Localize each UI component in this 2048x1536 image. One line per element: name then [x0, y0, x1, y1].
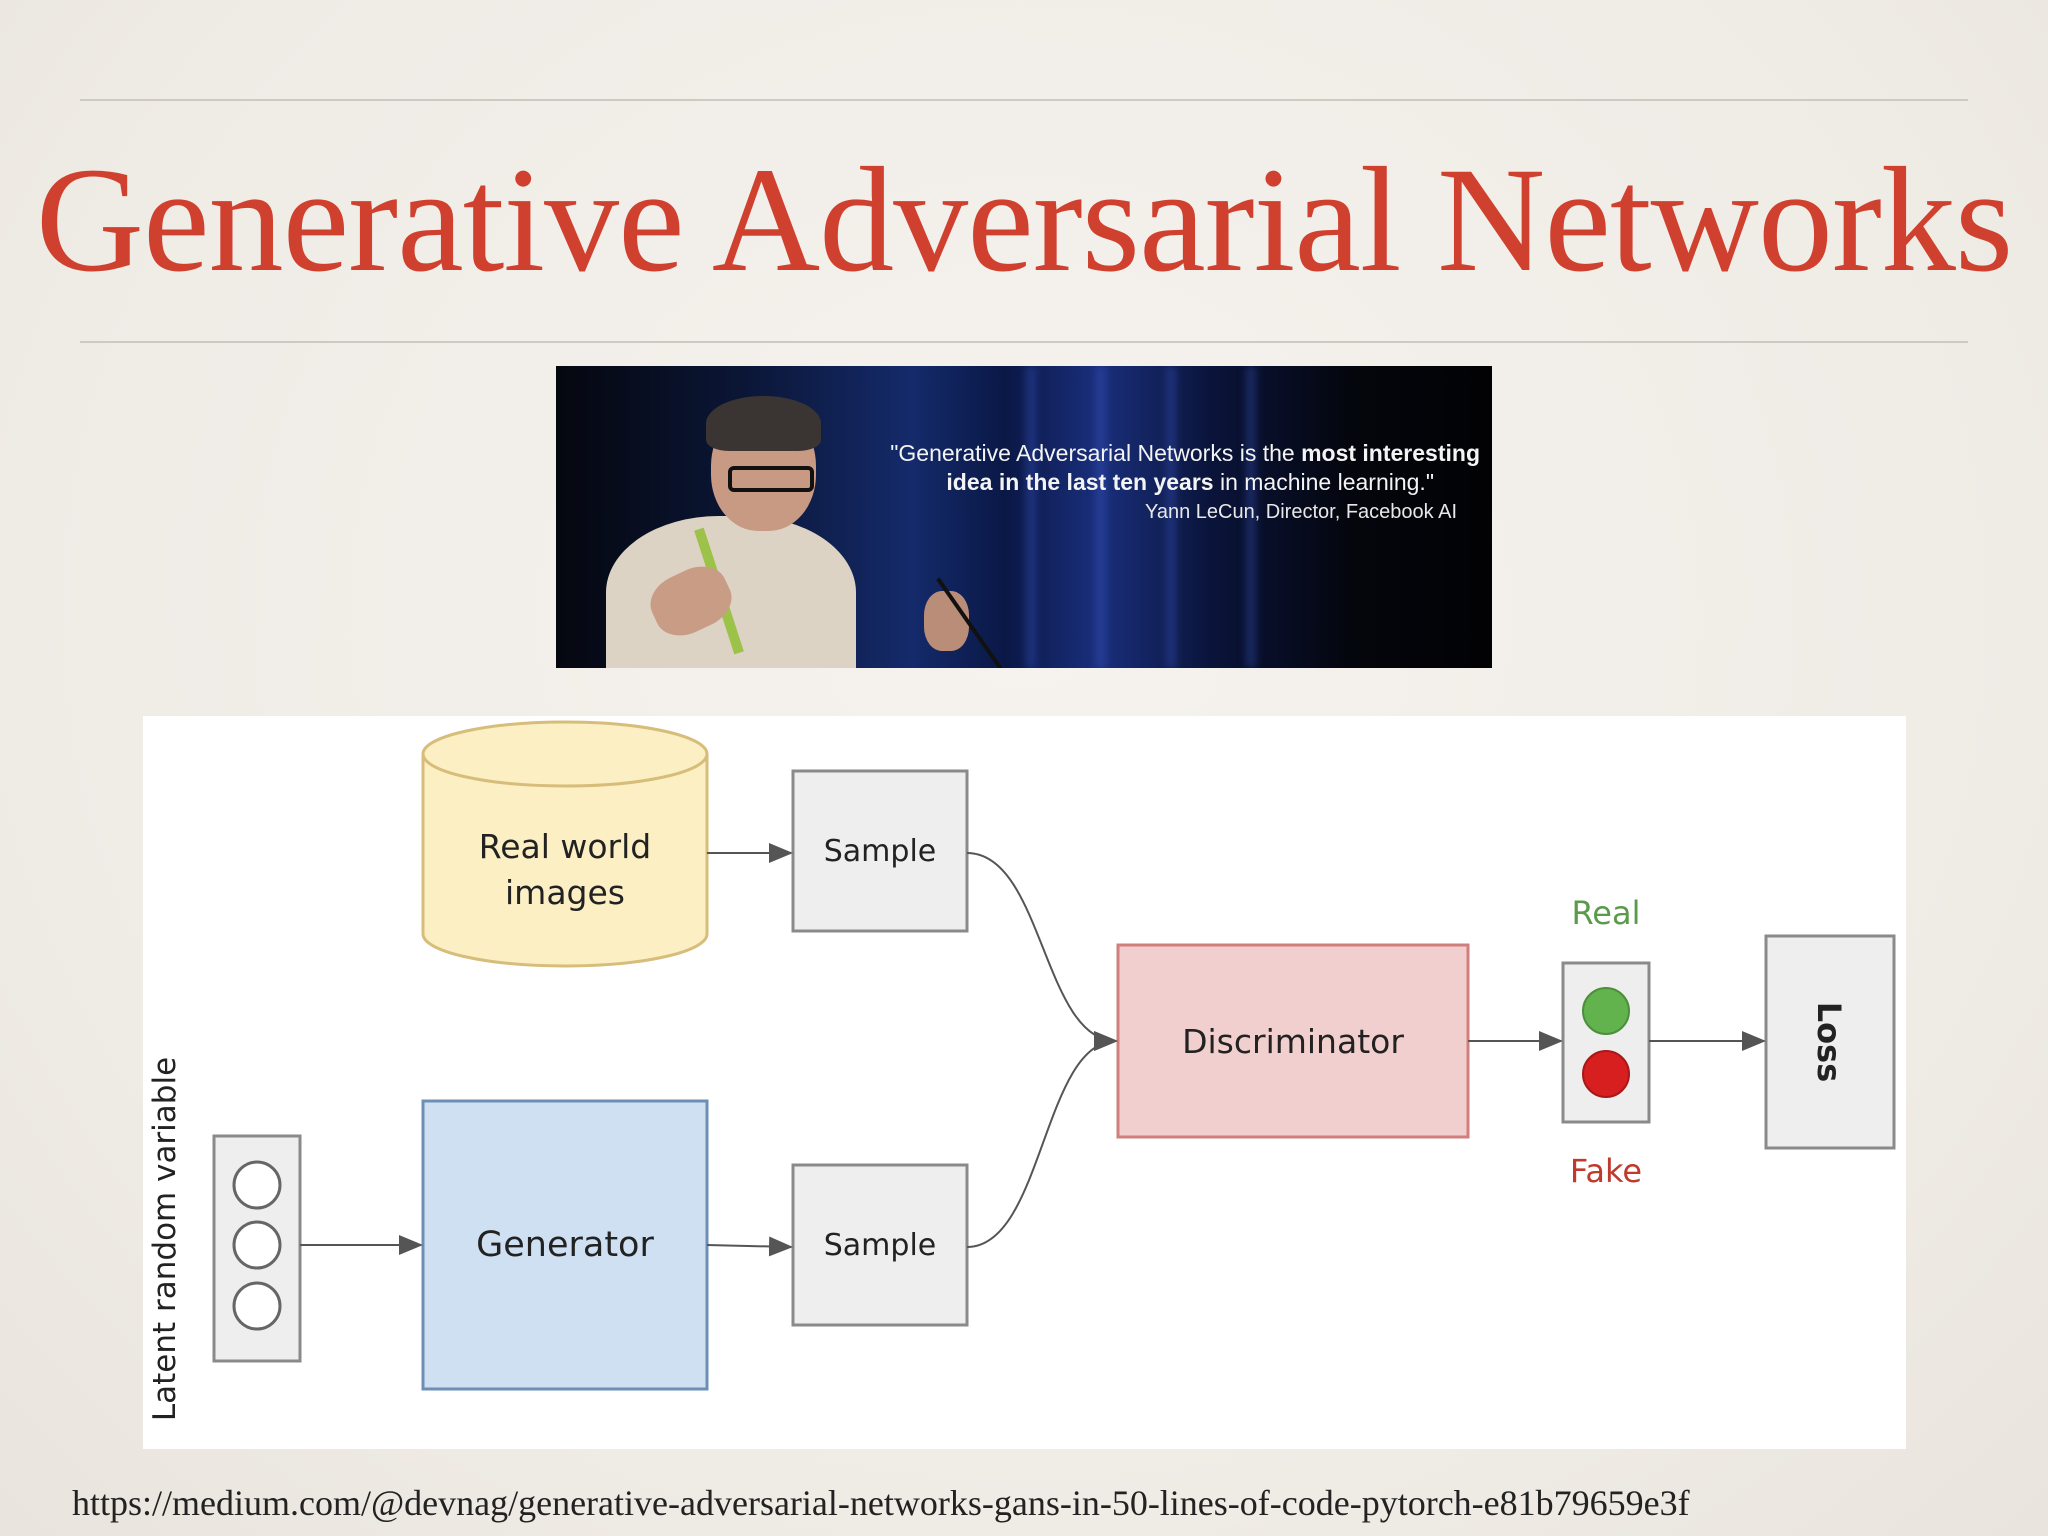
- generator-box: Generator: [421, 1099, 709, 1391]
- sample-box-top: Sample: [791, 769, 969, 933]
- quote-attribution: Yann LeCun, Director, Facebook AI: [1144, 501, 1457, 523]
- discriminator-label: Discriminator: [1182, 1022, 1404, 1061]
- discriminator-box: Discriminator: [1116, 943, 1470, 1139]
- loss-box: Loss: [1764, 934, 1896, 1150]
- source-url-link[interactable]: https://medium.com/@devnag/generative-ad…: [72, 1483, 1690, 1523]
- latent-node: [232, 1281, 282, 1331]
- speaker-hair: [706, 396, 821, 451]
- slide-title: Generative Adversarial Networks: [35, 137, 2014, 303]
- sample-box-bottom: Sample: [791, 1163, 969, 1327]
- quote-text: "Generative Adversarial Networks is the: [890, 440, 1302, 466]
- curtain-highlight: [1166, 366, 1176, 668]
- quote-line: "Generative Adversarial Networks is the …: [890, 439, 1480, 467]
- loss-label: Loss: [1810, 1002, 1848, 1082]
- fake-light-icon: [1582, 1050, 1630, 1098]
- title-rule-bottom: [80, 341, 1968, 343]
- quote-line: idea in the last ten years in machine le…: [946, 468, 1434, 496]
- sample-label: Sample: [824, 834, 937, 869]
- gan-diagram-svg: Real world images Sample Sample Generato…: [147, 720, 1896, 1421]
- latent-node: [232, 1160, 282, 1210]
- speaker-glasses: [728, 466, 814, 492]
- diagram-connectors: [300, 843, 1766, 1257]
- real-world-label: Real world: [479, 827, 652, 866]
- real-label: Real: [1572, 894, 1641, 932]
- gan-diagram: Real world images Sample Sample Generato…: [143, 716, 1906, 1449]
- curtain-highlight: [1096, 366, 1106, 668]
- real-world-images-cylinder: Real world images: [421, 720, 709, 968]
- speaker-hand: [924, 591, 969, 651]
- fake-label: Fake: [1570, 1152, 1642, 1190]
- quote-emphasis: most interesting: [1301, 440, 1480, 466]
- sample-label: Sample: [824, 1228, 937, 1263]
- curtain-highlight: [1246, 366, 1256, 668]
- quote-emphasis: idea in the last ten years: [946, 469, 1214, 495]
- real-fake-indicator: [1561, 961, 1651, 1124]
- generator-label: Generator: [476, 1225, 654, 1265]
- latent-random-variable-label: Latent random variable: [147, 1057, 183, 1421]
- latent-variable-box: [212, 1134, 302, 1363]
- arrow-connector: [966, 1031, 1118, 1248]
- quote-text: in machine learning.": [1213, 469, 1434, 495]
- real-light-icon: [1582, 987, 1630, 1035]
- latent-node: [232, 1220, 282, 1270]
- quote-photo-banner: "Generative Adversarial Networks is the …: [556, 366, 1492, 668]
- real-world-label: images: [505, 873, 625, 912]
- title-rule-top: [80, 99, 1968, 101]
- curtain-highlight: [1026, 366, 1036, 668]
- arrow-connector: [706, 1236, 793, 1257]
- arrow-connector: [966, 852, 1118, 1051]
